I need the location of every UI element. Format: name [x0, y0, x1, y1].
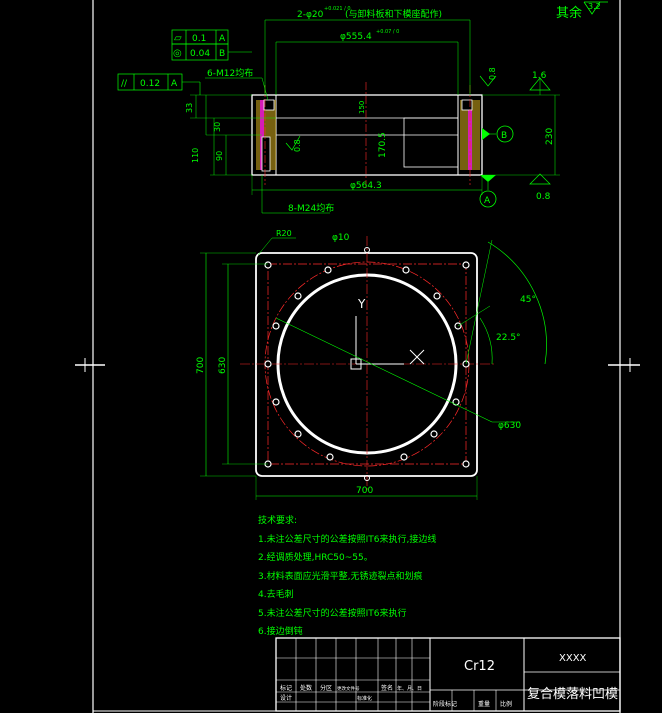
- bolt-hole: [400, 453, 408, 461]
- corner-hole-tr: [462, 261, 470, 269]
- tb-material: Cr12: [464, 659, 495, 674]
- rough-08c: 0.8: [536, 192, 551, 202]
- bolt-hole: [433, 292, 441, 300]
- tb-label-mark: 标记: [280, 684, 292, 692]
- tech-note-item: 3.材料表面应光滑平整,无锈迹裂点和划痕: [258, 571, 423, 582]
- bolt-hole: [272, 322, 280, 330]
- gdt-coaxiality: ◎ 0.04 B: [171, 43, 252, 61]
- dim-564: φ564.3: [350, 181, 382, 191]
- tech-notes: 技术要求: 1.未注公差尺寸的公差按照IT6来执行,接边线 2.经调质处理,HR…: [258, 512, 436, 642]
- hole-note-2: (与卸料板和下模座配作): [345, 8, 442, 20]
- tech-note-item: 4.去毛刺: [258, 590, 294, 600]
- datum-b-marker: B: [482, 125, 514, 143]
- bolt-hole: [402, 266, 410, 274]
- svg-text:◎: ◎: [173, 48, 182, 59]
- dim-170: 170.5: [378, 132, 388, 158]
- thread-bottom-note: 8-M24均布: [288, 202, 334, 214]
- bolt-hole: [326, 453, 334, 461]
- hole-tol: +0.021 / 0: [324, 6, 351, 12]
- dia-bore-tol: +0.07 / 0: [376, 29, 399, 35]
- tb-label-scale: 比例: [500, 700, 512, 708]
- dim-110: 110: [191, 148, 200, 163]
- svg-text:▱: ▱: [174, 33, 182, 44]
- dim-33: 33: [185, 103, 194, 113]
- dim-150: 150: [358, 101, 366, 114]
- tech-note-item: 2.经调质处理,HRC50~55。: [258, 553, 373, 563]
- svg-text:A: A: [219, 34, 226, 44]
- bolt-hole: [272, 398, 280, 406]
- roughness-other-value: 3.2: [588, 2, 601, 11]
- tb-label-count: 处数: [300, 684, 312, 692]
- svg-text:A: A: [484, 196, 491, 206]
- tech-notes-heading: 技术要求:: [258, 516, 298, 526]
- angle-45: 45°: [520, 295, 536, 305]
- tb-code: XXXX: [559, 653, 587, 664]
- gdt-flatness: ▱ 0.1 A: [171, 29, 229, 45]
- title-block: 标记 处数 分区 更改文件号 签名 年、月、日 设计 标准化 阶段标记 重量 比…: [275, 637, 621, 712]
- tech-note-item: 6.接边倒钝: [258, 627, 303, 637]
- dim-700-horizontal: 700: [356, 486, 373, 496]
- roughness-other-label: 其余: [556, 5, 582, 21]
- rough-08a: 0.8: [293, 139, 302, 152]
- svg-text:0.04: 0.04: [190, 49, 210, 59]
- tb-label-weight: 重量: [478, 700, 490, 708]
- tech-note-item: 1.未注公差尺寸的公差按照IT6来执行,接边线: [258, 534, 437, 545]
- tb-label-date: 年、月、日: [397, 685, 422, 692]
- tech-note-item: 5.未注公差尺寸的公差按照IT6来执行: [258, 608, 407, 619]
- tb-label-sign: 签名: [381, 684, 393, 692]
- tb-label-standard: 标准化: [357, 695, 372, 702]
- axis-y-label: Y: [357, 297, 366, 311]
- svg-text:B: B: [501, 131, 507, 141]
- thread-top-note: 6-M12均布: [207, 67, 253, 79]
- phi10-label: φ10: [332, 233, 350, 243]
- corner-hole-br: [462, 460, 470, 468]
- tb-part-name: 复合模落料凹模: [527, 687, 618, 702]
- tb-label-change: 更改文件号: [337, 685, 360, 692]
- svg-text://: //: [121, 79, 128, 89]
- bolt-hole: [294, 430, 302, 438]
- r20-label: R20: [276, 229, 292, 238]
- dia-bore: φ555.4: [340, 32, 372, 42]
- dim-230: 230: [545, 128, 555, 145]
- dim-630-vertical: 630: [218, 357, 228, 374]
- svg-text:A: A: [171, 79, 178, 89]
- datum-a-marker: A: [479, 175, 497, 208]
- section-view: 2-φ20 +0.021 / 0 (与卸料板和下模座配作) φ555.4 +0.…: [117, 6, 560, 214]
- tb-label-design: 设计: [280, 694, 292, 702]
- bolt-hole: [264, 360, 272, 368]
- dim-30: 30: [213, 122, 222, 132]
- bolt-hole: [324, 266, 332, 274]
- dim-90: 90: [215, 151, 224, 161]
- gdt-parallelism: // 0.12 A: [117, 73, 201, 95]
- tb-label-zone: 分区: [320, 684, 332, 692]
- tb-label-stage: 阶段标记: [433, 700, 457, 708]
- svg-text:0.1: 0.1: [192, 34, 206, 44]
- dim-700-vertical: 700: [196, 357, 206, 374]
- phi630-label: φ630: [498, 421, 521, 431]
- hole-note: 2-φ20: [297, 10, 324, 20]
- ucs-icon: [350, 316, 425, 370]
- roughness-other: 其余 3.2: [556, 1, 608, 21]
- bolt-hole: [452, 398, 460, 406]
- bolt-hole: [294, 292, 302, 300]
- bolt-hole: [430, 430, 438, 438]
- svg-text:B: B: [219, 49, 225, 59]
- rough-08b: 0.8: [488, 67, 497, 80]
- rough-16: 1.6: [532, 71, 547, 81]
- plan-view: Y φ630 45° 22.5° R20 φ10 700 630 700: [196, 229, 547, 500]
- corner-hole-tl: [264, 261, 272, 269]
- svg-text:0.12: 0.12: [140, 79, 160, 89]
- angle-22: 22.5°: [496, 333, 521, 343]
